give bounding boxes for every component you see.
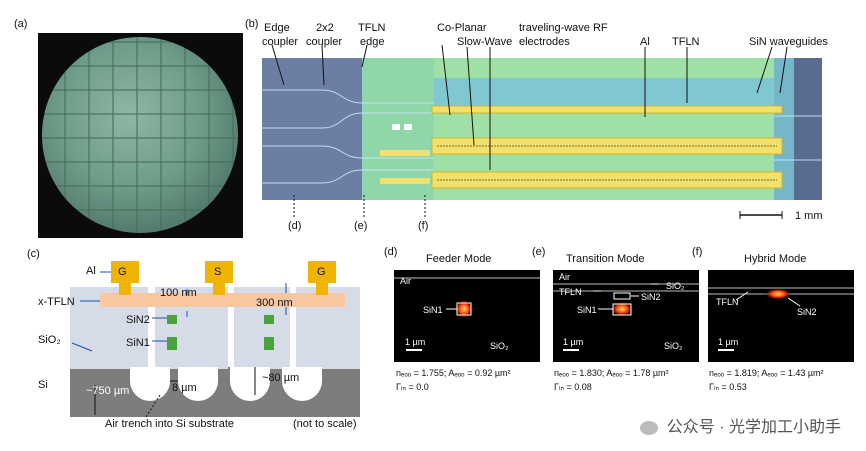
label-2x2-1: 2x2 (316, 22, 334, 34)
feeder-sin1: SiN1 (423, 305, 443, 315)
hybrid-mode-field (708, 287, 854, 351)
panel-b-tag: (b) (245, 18, 259, 30)
label-ground-2: G (317, 266, 326, 278)
transition-neff: nₑₒₒ = 1.830; Aₑₒₒ = 1.78 µm² (554, 368, 669, 378)
panel-e-tag: (e) (532, 246, 546, 258)
hybrid-scale: 1 µm (718, 337, 739, 347)
wafer-disc (42, 37, 238, 233)
label-slowwave: Slow-Wave (457, 36, 513, 48)
transition-mode-field (553, 283, 699, 351)
feeder-air: Air (400, 276, 411, 286)
feeder-neff: nₑₒₒ = 1.755; Aₑₒₒ = 0.92 µm² (396, 368, 511, 378)
label-edge-coupler-2: coupler (262, 36, 299, 48)
label-cut-f: (f) (418, 220, 429, 232)
label-ground-1: G (118, 266, 127, 278)
chip-micrograph (262, 58, 822, 200)
label-80um: ~80 µm (262, 372, 300, 384)
transition-mode-image (553, 270, 699, 362)
feeder-sio2: SiO₂ (490, 341, 509, 351)
chip-drawing (262, 58, 822, 200)
label-al: Al (640, 36, 650, 48)
scale-bar-1mm: 1 mm (795, 210, 823, 222)
label-tfln-edge-2: edge (360, 36, 385, 48)
transition-sin1: SiN1 (577, 305, 597, 315)
label-air-trench: Air trench into Si substrate (105, 418, 235, 430)
cross-section-diagram (70, 261, 360, 418)
label-sin1: SiN1 (126, 337, 150, 349)
label-tfln-edge-1: TFLN (358, 22, 386, 34)
label-300nm: 300 nm (256, 297, 293, 309)
label-2x2-2: coupler (306, 36, 343, 48)
label-8um: 8 µm (172, 382, 197, 394)
label-cut-d: (d) (288, 220, 302, 232)
transition-sin2: SiN2 (641, 292, 661, 302)
label-al-electrode: Al (86, 265, 96, 277)
hybrid-mode-image (708, 270, 854, 362)
wechat-icon (640, 420, 659, 435)
label-edge-coupler-1: Edge (264, 22, 290, 34)
transition-tfln: TFLN (559, 287, 582, 297)
hybrid-mode-title: Hybrid Mode (744, 253, 807, 265)
transition-air: Air (559, 272, 570, 282)
feeder-mode-field (394, 277, 540, 351)
label-si: Si (38, 379, 48, 391)
watermark-prefix: 公众号 · (666, 419, 725, 436)
transition-sio2-bottom: SiO₂ (664, 341, 683, 351)
label-x-tfln: x-TFLN (38, 296, 75, 308)
hybrid-tfln: TFLN (716, 297, 739, 307)
label-traveling-1: traveling-wave RF (519, 22, 608, 34)
label-sin2: SiN2 (126, 314, 150, 326)
panel-c-tag: (c) (27, 248, 40, 260)
label-750um: ~750 µm (86, 385, 130, 397)
panel-d-tag: (d) (384, 246, 398, 258)
transition-scale: 1 µm (563, 337, 584, 347)
label-signal: S (214, 266, 222, 278)
hybrid-gamma: Γₗₙ = 0.53 (709, 382, 747, 392)
label-coplanar: Co-Planar (437, 22, 487, 34)
transition-mode-title: Transition Mode (566, 253, 645, 265)
feeder-scale: 1 µm (405, 337, 426, 347)
panel-b-leaders (271, 45, 788, 219)
watermark: 公众号 · 光学加工小助手 (640, 413, 841, 437)
feeder-gamma: Γₗₙ = 0.0 (396, 382, 429, 392)
panel-f-tag: (f) (692, 246, 703, 258)
label-traveling-2: electrodes (519, 36, 570, 48)
label-100nm: 100 nm (160, 287, 197, 299)
feeder-mode-image (394, 270, 540, 362)
hybrid-sin2: SiN2 (797, 307, 817, 317)
watermark-text: 光学加工小助手 (728, 419, 841, 436)
wafer-photo (38, 33, 243, 238)
panel-a-tag: (a) (14, 18, 28, 30)
hybrid-neff: nₑₒₒ = 1.819; Aₑₒₒ = 1.43 µm² (709, 368, 824, 378)
label-sin-waveguides: SiN waveguides (749, 36, 828, 48)
label-not-to-scale: (not to scale) (293, 418, 357, 430)
label-tfln: TFLN (672, 36, 700, 48)
transition-gamma: Γₗₙ = 0.08 (554, 382, 592, 392)
label-sio2: SiO₂ (38, 334, 61, 346)
transition-sio2-top: SiO₂ (666, 281, 685, 291)
label-cut-e: (e) (354, 220, 368, 232)
feeder-mode-title: Feeder Mode (426, 253, 492, 265)
